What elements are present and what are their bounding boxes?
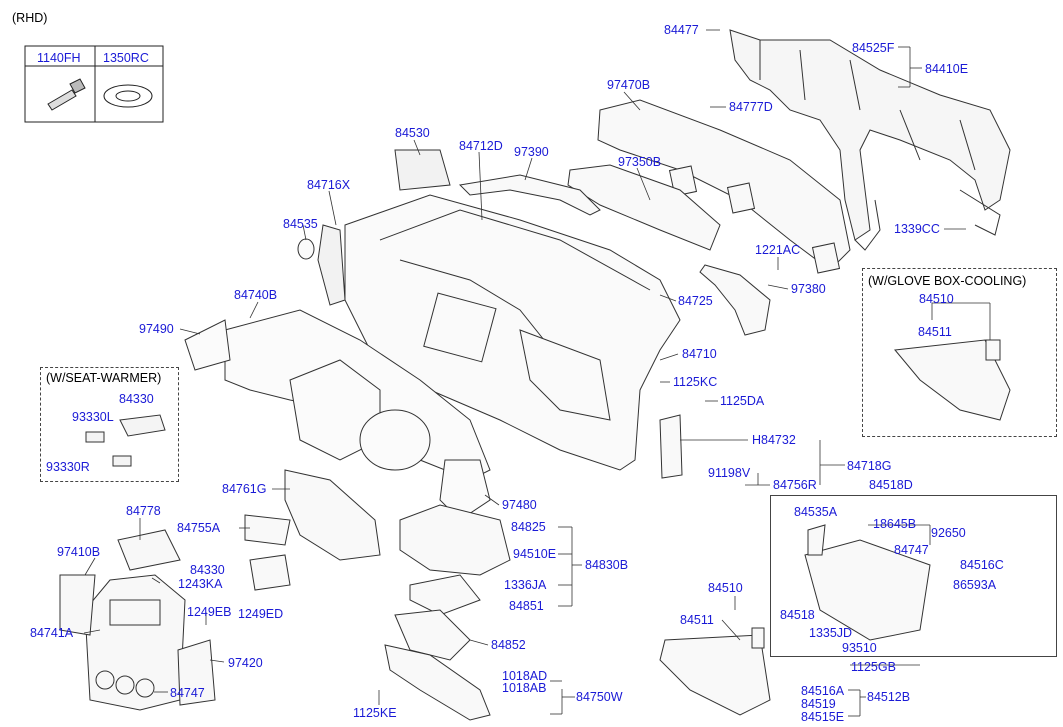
part-label[interactable]: 97350B <box>618 155 662 169</box>
part-label[interactable]: 84761G <box>222 482 267 496</box>
part-label[interactable]: 1125KE <box>353 706 397 720</box>
part-label[interactable]: H84732 <box>752 433 796 447</box>
part-label[interactable]: 84519 <box>801 697 836 711</box>
part-label[interactable]: 84518 <box>780 608 815 622</box>
part-label[interactable]: 84330 <box>190 563 225 577</box>
bolt-icon <box>47 78 86 111</box>
fastener-1140fh[interactable]: 1140FH <box>37 51 81 65</box>
part-label[interactable]: 84741A <box>30 626 74 640</box>
part-label[interactable]: 84710 <box>682 347 717 361</box>
part-label[interactable]: 97470B <box>607 78 651 92</box>
part-label[interactable]: 84510 <box>919 292 954 306</box>
part-label[interactable]: 84535A <box>794 505 838 519</box>
part-label[interactable]: 84747 <box>894 543 929 557</box>
part-label[interactable]: 1125DA <box>720 394 765 408</box>
part-label[interactable]: 97380 <box>791 282 826 296</box>
part-label[interactable]: 1249ED <box>238 607 284 621</box>
part-label[interactable]: 84852 <box>491 638 526 652</box>
glove-box-cooling-drawing <box>894 339 1011 421</box>
cluster-cover-drawing <box>244 469 511 721</box>
part-label[interactable]: 84515E <box>801 710 845 724</box>
part-label[interactable]: 1339CC <box>894 222 940 236</box>
part-label[interactable]: 84740B <box>234 288 278 302</box>
part-label[interactable]: 97390 <box>514 145 549 159</box>
part-label[interactable]: 84718G <box>847 459 892 473</box>
part-label[interactable]: 1335JD <box>809 626 853 640</box>
variant-label: (RHD) <box>12 11 48 25</box>
part-label[interactable]: 1125KC <box>673 375 718 389</box>
center-fascia-drawing <box>59 529 216 711</box>
part-label[interactable]: 84535 <box>283 217 318 231</box>
cowl-cross-bar-drawing <box>729 29 1011 251</box>
air-duct-drawing <box>458 99 851 336</box>
glove-box-drawing <box>659 414 931 716</box>
fastener-table-frame <box>24 45 164 123</box>
part-label[interactable]: 84510 <box>708 581 743 595</box>
part-label[interactable]: 93510 <box>842 641 877 655</box>
part-label[interactable]: 1243KA <box>178 577 223 591</box>
part-label[interactable]: 93330R <box>46 460 90 474</box>
part-label[interactable]: 84747 <box>170 686 205 700</box>
part-label[interactable]: 97410B <box>57 545 101 559</box>
part-label[interactable]: 91198V <box>708 466 751 480</box>
part-label[interactable]: 84330 <box>119 392 154 406</box>
part-label[interactable]: 84777D <box>729 100 773 114</box>
part-label[interactable]: 84525F <box>852 41 895 55</box>
part-label[interactable]: 1336JA <box>504 578 547 592</box>
part-label[interactable]: 92650 <box>931 526 966 540</box>
glove-box-cooling-title: (W/GLOVE BOX-COOLING) <box>868 274 1027 288</box>
part-label[interactable]: 84851 <box>509 599 544 613</box>
part-label[interactable]: 84511 <box>918 325 952 339</box>
part-label[interactable]: 84712D <box>459 139 503 153</box>
part-label[interactable]: 84756R <box>773 478 817 492</box>
seat-warmer-box <box>40 367 179 482</box>
part-label[interactable]: 84755A <box>177 521 221 535</box>
part-label[interactable]: 1018AD <box>502 669 548 683</box>
part-label[interactable]: 18645B <box>873 517 917 531</box>
part-label[interactable]: 84516C <box>960 558 1004 572</box>
part-label[interactable]: 84750W <box>576 690 623 704</box>
part-label[interactable]: 84518D <box>869 478 913 492</box>
part-label[interactable]: 94510E <box>513 547 557 561</box>
part-label[interactable]: 84477 <box>664 23 699 37</box>
part-label[interactable]: 97490 <box>139 322 174 336</box>
part-label[interactable]: 86593A <box>953 578 997 592</box>
part-label[interactable]: 84830B <box>585 558 629 572</box>
part-label[interactable]: 84530 <box>395 126 430 140</box>
part-label[interactable]: 1018AB <box>502 681 547 695</box>
part-label[interactable]: 84825 <box>511 520 546 534</box>
glove-box-detail-frame <box>770 495 1057 657</box>
lower-panel-drawing <box>184 309 491 521</box>
part-label[interactable]: 84725 <box>678 294 713 308</box>
part-label[interactable]: 84516A <box>801 684 845 698</box>
glove-box-cooling-box <box>862 268 1057 437</box>
part-label[interactable]: 97420 <box>228 656 263 670</box>
part-label[interactable]: 84511 <box>680 613 714 627</box>
part-label[interactable]: 93330L <box>72 410 114 424</box>
washer-icon <box>103 84 153 108</box>
part-label[interactable]: 84778 <box>126 504 161 518</box>
part-label[interactable]: 84512B <box>867 690 911 704</box>
fastener-1350rc[interactable]: 1350RC <box>103 51 149 65</box>
part-label[interactable]: 1221AC <box>755 243 801 257</box>
seat-warmer-title: (W/SEAT-WARMER) <box>46 371 162 385</box>
crash-pad-drawing <box>297 149 681 471</box>
part-label[interactable]: 1249EB <box>187 605 232 619</box>
seat-warmer-switch-drawing <box>85 414 166 467</box>
part-label[interactable]: 84716X <box>307 178 351 192</box>
part-label[interactable]: 97480 <box>502 498 537 512</box>
part-label[interactable]: 1125GB <box>851 660 896 674</box>
part-label[interactable]: 84410E <box>925 62 969 76</box>
leader-lines <box>83 29 991 717</box>
